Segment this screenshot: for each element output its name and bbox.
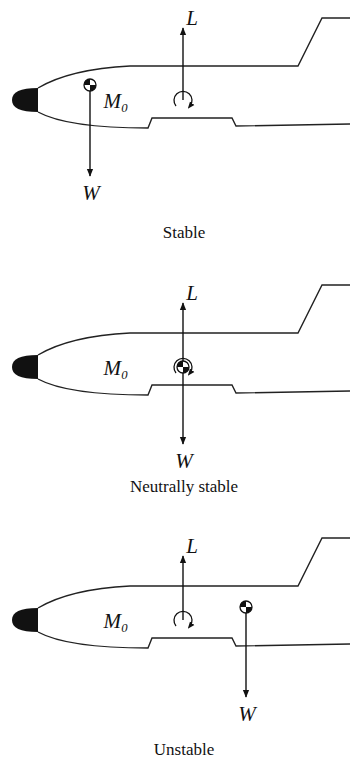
- caption: Neutrally stable: [130, 478, 238, 495]
- moment-label: M₀: [104, 91, 129, 112]
- cg-symbol: [84, 79, 96, 91]
- caption: Unstable: [154, 741, 214, 758]
- moment-symbol: [174, 611, 192, 626]
- weight-label: W: [238, 704, 256, 725]
- lift-arrow: [182, 303, 183, 367]
- weight-label: W: [82, 183, 100, 204]
- cg-symbol: [240, 601, 252, 613]
- fuselage: [12, 18, 350, 128]
- fuselage: [12, 285, 350, 395]
- cg-symbol: [177, 361, 189, 373]
- caption: Stable: [163, 224, 206, 241]
- moment-label: M₀: [104, 358, 129, 379]
- fuselage: [12, 538, 350, 648]
- lift-label: L: [186, 283, 198, 304]
- weight-arrow: [89, 91, 90, 176]
- lift-label: L: [186, 536, 198, 557]
- weight-arrow: [245, 613, 246, 697]
- lift-arrow: [182, 28, 183, 100]
- lift-label: L: [186, 8, 198, 29]
- weight-arrow: [182, 367, 183, 444]
- moment-label: M₀: [104, 611, 129, 632]
- moment-symbol: [174, 358, 192, 373]
- weight-label: W: [175, 451, 193, 472]
- lift-arrow: [182, 556, 183, 620]
- moment-symbol: [174, 91, 192, 106]
